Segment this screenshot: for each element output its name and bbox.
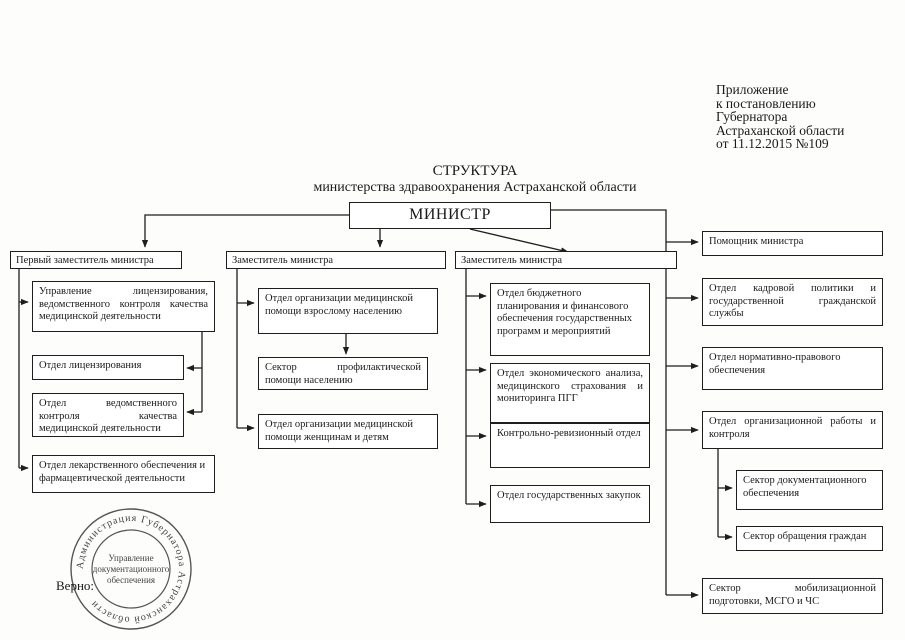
seal-center-text: обеспечения (107, 575, 155, 585)
link-minister-right-column (550, 209, 667, 595)
unit-org-work-box: Отдел организационной работы и контроля (702, 411, 883, 449)
unit-prevention-box: Сектор профилактической помощи населению (258, 357, 428, 390)
annex-line: от 11.12.2015 №109 (716, 136, 829, 151)
link-minister-first-deputy (141, 214, 349, 248)
unit-audit-box: Контрольно-ревизионный отдел (490, 423, 650, 468)
seal-center-text: документационного (93, 564, 170, 574)
unit-quality-control-box: Отдел ведомственного контроля качества м… (32, 393, 184, 437)
link-minister-third-deputy (469, 228, 569, 254)
unit-citizens-box: Сектор обращения граждан (736, 526, 883, 551)
unit-women-children-box: Отдел организации медицинской помощи жен… (258, 414, 438, 449)
unit-assistant-box: Помощник министра (702, 231, 883, 256)
second-deputy-box: Заместитель министра (226, 251, 446, 269)
unit-licensing-box: Отдел лицензирования (32, 355, 184, 380)
unit-procurement-box: Отдел государственных закупок (490, 485, 650, 523)
document-subtitle: министерства здравоохранения Астраханско… (313, 180, 637, 195)
annex-line: Губернатора (716, 109, 788, 124)
annex-line: Приложение (716, 82, 789, 97)
official-seal: Администрация Губернатора Астраханской о… (70, 508, 192, 630)
unit-documentation-box: Сектор документационного обеспечения (736, 470, 883, 510)
seal-center-text: Управление (108, 553, 153, 563)
annex-line: к постановлению (716, 95, 816, 111)
minister-box: МИНИСТР (349, 202, 551, 229)
unit-legal-box: Отдел нормативно-правового обеспечения (702, 347, 883, 390)
unit-licensing-control-box: Управление лицензирования, ведомственног… (32, 281, 215, 332)
annex-block: Приложение к постановлению Губернатора А… (716, 83, 844, 151)
unit-adult-care-box: Отдел организации медицинской помощи взр… (258, 288, 438, 334)
unit-economic-analysis-box: Отдел экономического анализа, медицинско… (490, 363, 650, 423)
third-deputy-box: Заместитель министра (455, 251, 677, 269)
unit-mobilization-box: Сектор мобилизационной подготовки, МСГО … (702, 578, 883, 614)
annex-line: Астраханской области (716, 122, 845, 138)
unit-budget-box: Отдел бюджетного планирования и финансов… (490, 283, 650, 356)
unit-hr-box: Отдел кадровой политики и государственно… (702, 278, 883, 326)
first-deputy-box: Первый заместитель министра (10, 251, 182, 269)
verified-label: Верно: (56, 578, 95, 593)
unit-pharmacy-box: Отдел лекарственного обеспечения и фарма… (32, 455, 215, 493)
document-title: СТРУКТУРА (432, 163, 518, 179)
